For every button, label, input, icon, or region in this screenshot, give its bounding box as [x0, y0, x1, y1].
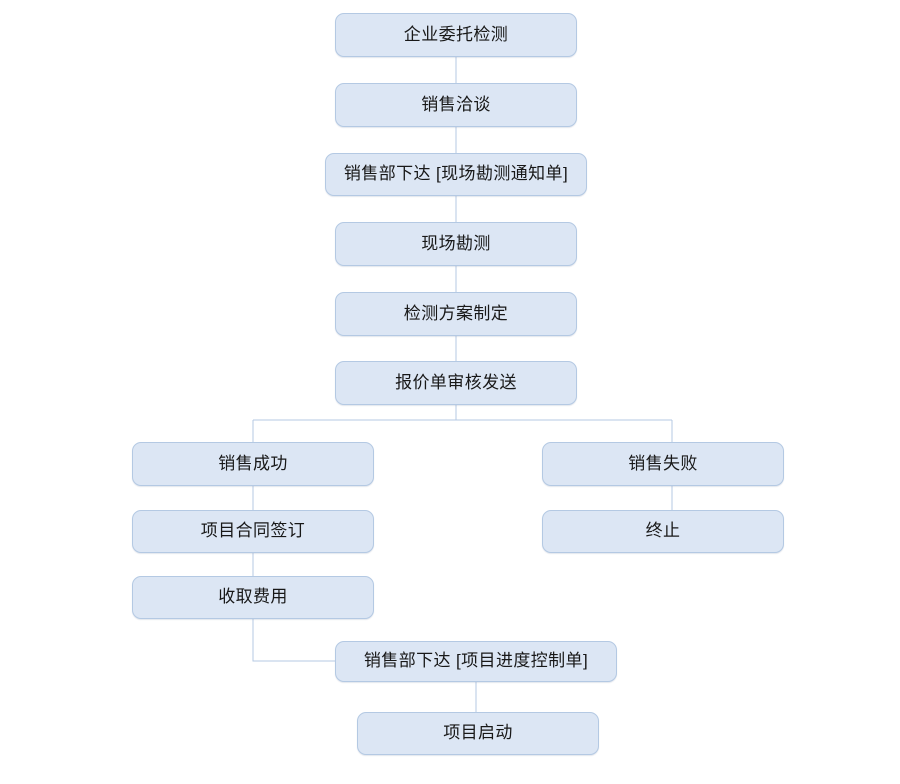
node-xianchang-kance[interactable]: 现场勘测 — [335, 222, 577, 266]
node-xiaoshoubu-xiada-xianchang-kance-tongzhidan[interactable]: 销售部下达 [现场勘测通知单] — [325, 153, 587, 196]
node-label: 终止 — [645, 521, 681, 541]
node-xiangmu-qidong[interactable]: 项目启动 — [357, 712, 599, 755]
node-label: 销售洽谈 — [421, 94, 491, 114]
node-label: 报价单审核发送 — [395, 372, 517, 392]
node-label: 销售部下达 [项目进度控制单] — [363, 651, 589, 671]
node-label: 检测方案制定 — [403, 303, 509, 323]
node-label: 收取费用 — [218, 587, 288, 607]
node-baojiadan-shenhe-fasong[interactable]: 报价单审核发送 — [335, 361, 577, 405]
node-xiaoshou-qiatan[interactable]: 销售洽谈 — [335, 83, 577, 127]
edge-n11-n12-elbow — [252, 619, 335, 662]
node-qiye-weituo-jiance[interactable]: 企业委托检测 — [335, 13, 577, 57]
node-jiance-fangan-zhiding[interactable]: 检测方案制定 — [335, 292, 577, 336]
node-label: 企业委托检测 — [403, 24, 509, 44]
node-label: 销售失败 — [628, 453, 698, 473]
node-zhongzhi[interactable]: 终止 — [542, 510, 784, 553]
node-xiaoshoubu-xiada-xiangmu-jindu-kongzhidan[interactable]: 销售部下达 [项目进度控制单] — [335, 641, 617, 682]
node-shouqu-feiyong[interactable]: 收取费用 — [132, 576, 374, 619]
node-label: 现场勘测 — [421, 233, 491, 253]
node-label: 项目启动 — [443, 723, 513, 743]
node-label: 销售成功 — [218, 453, 288, 473]
node-label: 项目合同签订 — [200, 521, 306, 541]
node-label: 销售部下达 [现场勘测通知单] — [343, 164, 569, 184]
node-xiangmu-hetong-qianding[interactable]: 项目合同签订 — [132, 510, 374, 553]
node-xiaoshou-shibai[interactable]: 销售失败 — [542, 442, 784, 486]
node-xiaoshou-chenggong[interactable]: 销售成功 — [132, 442, 374, 486]
